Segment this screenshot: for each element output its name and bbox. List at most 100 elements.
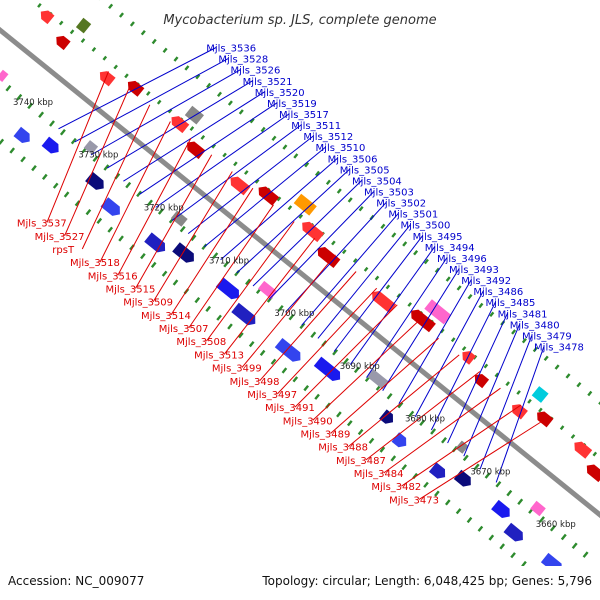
reverse-gene-leader-line xyxy=(64,87,130,237)
forward-gene-leader-line xyxy=(430,301,496,431)
tick-ring-2-mark xyxy=(136,190,143,198)
forward-gene-label: Mjls_3521 xyxy=(243,77,293,88)
tick-ring-1-mark xyxy=(37,2,42,8)
reverse-gene-block xyxy=(424,299,452,325)
tick-ring-3-mark xyxy=(270,358,277,365)
reverse-gene-block xyxy=(230,176,251,196)
reverse-gene-label: Mjls_3497 xyxy=(247,390,297,401)
forward-gene-leader-line xyxy=(447,313,508,444)
footer-band xyxy=(0,566,600,600)
reverse-gene-leader-line xyxy=(312,321,419,421)
tick-ring-0-mark xyxy=(347,197,353,203)
tick-ring-0-mark xyxy=(380,223,386,229)
reverse-gene-leader-line xyxy=(135,154,213,289)
forward-gene-leader-line xyxy=(495,346,545,483)
reverse-gene-label: Mjls_3491 xyxy=(265,403,315,414)
tick-ring-2-mark xyxy=(353,366,360,374)
forward-gene-block xyxy=(391,432,407,448)
tick-ring-2-mark xyxy=(386,393,393,400)
tick-ring-1-mark xyxy=(69,29,75,35)
reverse-gene-block xyxy=(75,17,92,34)
reverse-gene-leader-line xyxy=(170,187,254,316)
forward-gene-label: Mjls_3536 xyxy=(206,44,256,55)
reverse-gene-block xyxy=(56,35,71,51)
tick-ring-3-mark xyxy=(85,209,92,216)
reverse-gene-label: Mjls_3499 xyxy=(212,364,262,375)
tick-ring-2-mark xyxy=(223,261,230,268)
reverse-gene-leader-line xyxy=(241,254,336,368)
genome-summary-text: Topology: circular; Length: 6,048,425 bp… xyxy=(261,574,592,588)
tick-ring-1-mark xyxy=(331,240,336,246)
tick-ring-2-mark xyxy=(549,524,556,532)
reverse-gene-label: Mjls_3527 xyxy=(35,232,85,243)
tick-ring-1-mark xyxy=(592,451,598,457)
tick-ring-3-mark xyxy=(477,525,484,532)
forward-gene-leader-line xyxy=(139,102,278,195)
reverse-gene-label: Mjls_3514 xyxy=(141,311,191,322)
tick-ring-1-mark xyxy=(461,346,467,351)
forward-gene-label: Mjls_3479 xyxy=(522,331,572,342)
forward-gene-block xyxy=(85,171,104,190)
tick-ring-2-mark xyxy=(310,331,317,338)
tick-ring-2-mark xyxy=(179,225,186,233)
tick-ring-1-mark xyxy=(287,205,293,211)
tick-ring-1-mark xyxy=(102,55,108,61)
tick-ring-3-mark xyxy=(510,552,516,559)
tick-ring-3-mark xyxy=(314,393,320,400)
tick-ring-0-mark xyxy=(118,12,125,18)
tick-ring-2-mark xyxy=(495,481,502,488)
reverse-gene-leader-line xyxy=(205,221,295,342)
tick-ring-2-mark xyxy=(245,278,251,286)
tick-ring-2-mark xyxy=(70,137,77,145)
reverse-gene-leader-line xyxy=(99,121,171,263)
tick-ring-3-mark xyxy=(161,270,168,277)
forward-gene-block xyxy=(258,280,278,300)
tick-ring-3-mark xyxy=(346,420,353,427)
forward-gene-leader-line xyxy=(90,69,241,156)
tick-ring-3-mark xyxy=(31,165,37,172)
reverse-gene-leader-line xyxy=(259,271,357,382)
forward-gene-label: Mjls_3485 xyxy=(486,298,536,309)
tick-ring-2-mark xyxy=(277,305,284,312)
reverse-gene-block xyxy=(302,221,325,243)
tick-ring-1-mark xyxy=(113,64,118,70)
tick-ring-1-mark xyxy=(233,161,238,167)
tick-ring-2-mark xyxy=(473,463,480,470)
tick-ring-0-mark xyxy=(543,355,549,361)
reverse-gene-block xyxy=(258,186,280,206)
reverse-gene-label: Mjls_3488 xyxy=(318,443,368,454)
tick-ring-1-mark xyxy=(385,284,391,290)
tick-ring-3-mark xyxy=(0,138,5,145)
forward-gene-block xyxy=(231,302,256,326)
tick-ring-0-mark xyxy=(445,276,451,282)
kbp-label: 3710 kbp xyxy=(209,256,249,266)
reverse-gene-leader-line xyxy=(188,204,274,329)
tick-ring-3-mark xyxy=(466,516,473,524)
tick-ring-3-mark xyxy=(74,200,81,207)
kbp-label: 3730 kbp xyxy=(78,151,118,161)
tick-ring-3-mark xyxy=(63,191,70,198)
tick-ring-1-mark xyxy=(200,134,206,140)
forward-gene-label: Mjls_3500 xyxy=(401,221,451,232)
kbp-label: 3720 kbp xyxy=(144,204,184,214)
tick-ring-3-mark xyxy=(303,385,310,392)
tick-ring-2-mark xyxy=(517,498,524,506)
tick-ring-1-mark xyxy=(167,108,173,114)
tick-ring-0-mark xyxy=(184,65,190,71)
tick-ring-2-mark xyxy=(299,322,306,330)
forward-gene-block xyxy=(0,69,9,82)
tick-ring-0-mark xyxy=(216,91,223,97)
tick-ring-2-mark xyxy=(147,199,153,206)
reverse-gene-leader-line xyxy=(81,104,151,250)
reverse-gene-leader-line xyxy=(276,287,378,395)
reverse-gene-block xyxy=(372,291,397,314)
reverse-gene-block xyxy=(586,464,600,483)
forward-gene-label: Mjls_3480 xyxy=(510,320,560,331)
tick-ring-1-mark xyxy=(527,398,532,404)
forward-gene-label: Mjls_3486 xyxy=(473,287,523,298)
tick-ring-2-mark xyxy=(212,252,219,259)
tick-ring-3-mark xyxy=(107,226,114,233)
tick-ring-1-mark xyxy=(342,249,347,255)
tick-ring-0-mark xyxy=(129,21,135,27)
tick-ring-0-mark xyxy=(336,188,342,194)
